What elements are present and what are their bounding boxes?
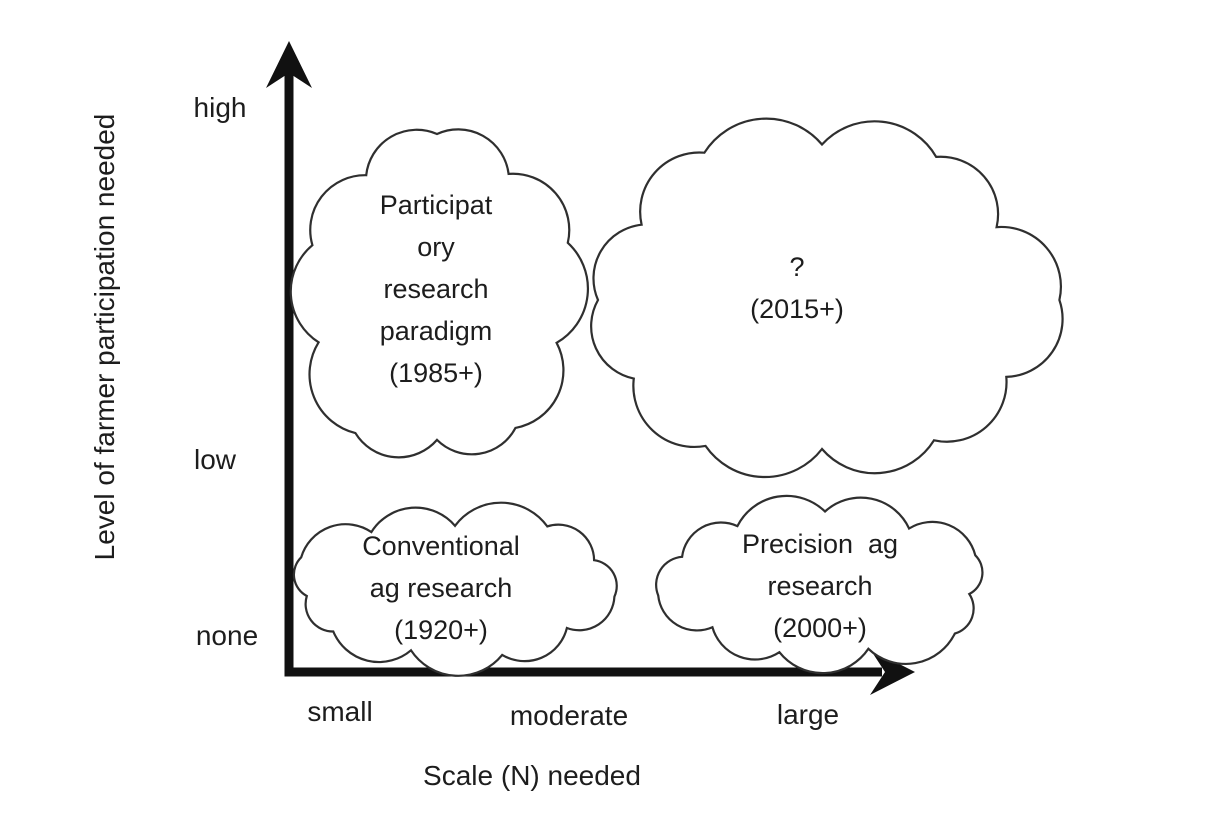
y-tick-none: none: [195, 620, 259, 651]
y-tick-high: high: [193, 92, 247, 123]
x-tick-large: large: [776, 699, 840, 730]
cloud-label-conventional-ag-research: Conventional ag research (1920+): [362, 531, 520, 645]
x-axis-arrowhead-icon: [870, 649, 915, 695]
cloud-conventional-ag-research: [292, 501, 618, 677]
cloud-label-participatory-research: Participat ory research paradigm (1985+): [379, 190, 493, 388]
cloud-participatory-research: [289, 128, 590, 459]
x-tick-moderate: moderate: [509, 700, 629, 731]
clouds-layer: [289, 117, 1064, 677]
cloud-precision-ag-research: [655, 494, 984, 675]
axes: [266, 41, 915, 695]
y-tick-low: low: [193, 444, 237, 475]
cloud-future-question: [590, 117, 1064, 479]
y-axis-arrowhead-icon: [266, 41, 312, 88]
x-tick-small: small: [307, 696, 373, 727]
x-axis-title: Scale (N) needed: [423, 760, 641, 791]
cloud-label-future-question: ? (2015+): [750, 252, 844, 324]
cloud-label-precision-ag-research: Precision ag research (2000+): [741, 529, 899, 643]
y-axis-title: Level of farmer participation needed: [89, 113, 120, 561]
